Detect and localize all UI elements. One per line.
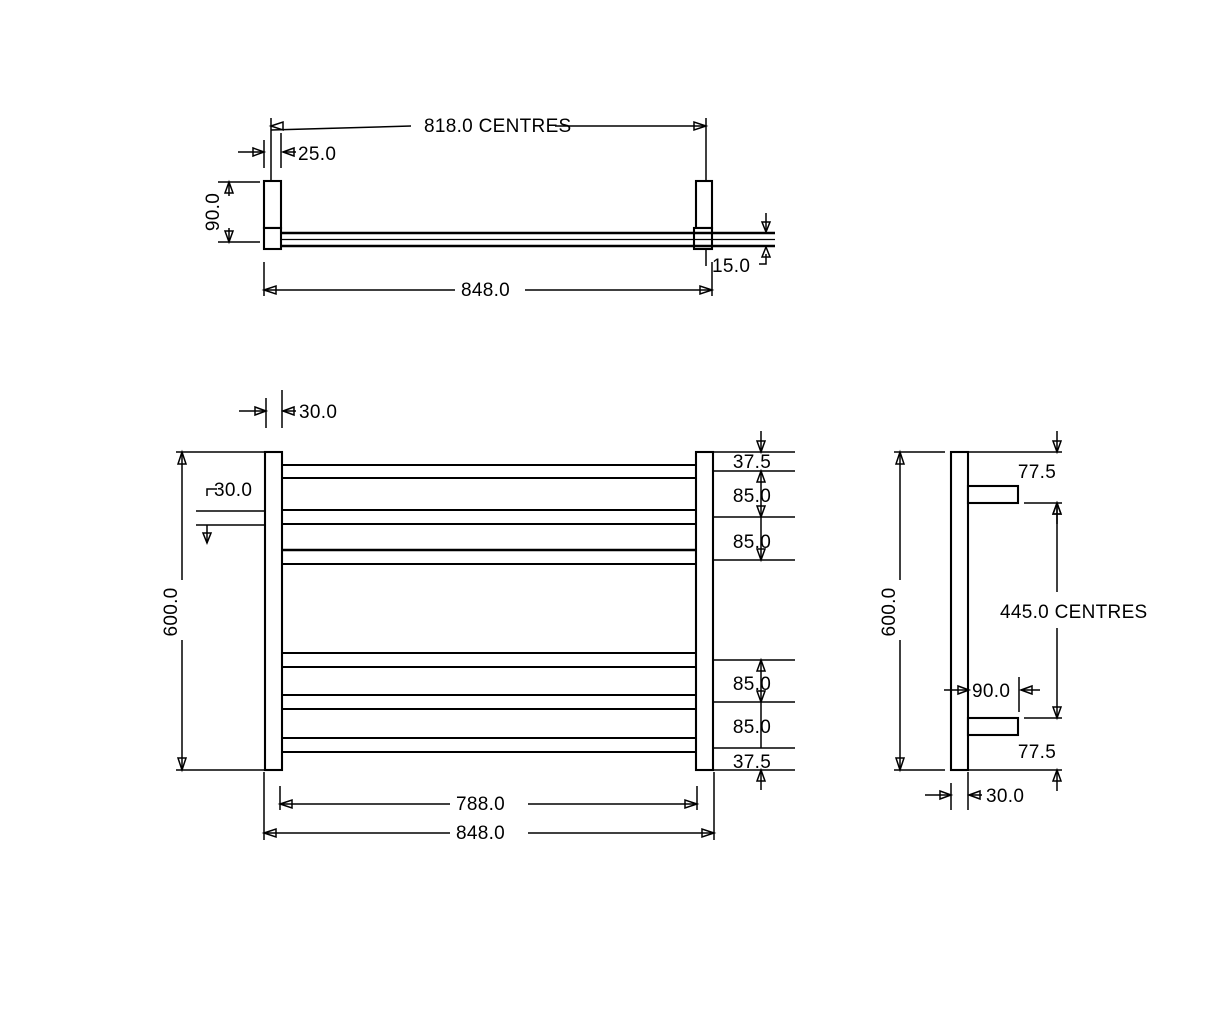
side-view-group: 600.0 77.5 bbox=[879, 431, 1148, 810]
dim-label-848-front: 848.0 bbox=[456, 823, 505, 844]
dimension-848-top bbox=[261, 262, 715, 296]
dim-label-85-c: 85.0 bbox=[733, 674, 771, 695]
dimension-848-front bbox=[261, 772, 717, 840]
dim-label-85-a: 85.0 bbox=[733, 486, 771, 507]
dimension-90-side bbox=[944, 677, 1040, 712]
dim-label-85-b: 85.0 bbox=[733, 532, 771, 553]
side-view-post bbox=[949, 450, 970, 772]
rail-bar bbox=[282, 508, 697, 526]
dim-label-818-centres: 818.0 CENTRES bbox=[424, 116, 572, 137]
dim-label-600-front: 600.0 bbox=[161, 587, 182, 636]
dim-label-30-post-width: 30.0 bbox=[299, 402, 337, 423]
dim-label-37-5-bottom: 37.5 bbox=[733, 752, 771, 773]
dimension-445-centres bbox=[1051, 500, 1063, 721]
dim-label-25: 25.0 bbox=[298, 144, 336, 165]
top-view-left-bracket bbox=[262, 179, 283, 251]
dim-label-37-5-top: 37.5 bbox=[733, 452, 771, 473]
dim-label-77-5-top: 77.5 bbox=[1018, 462, 1056, 483]
rail-bar bbox=[282, 693, 697, 711]
dimension-30-rail bbox=[196, 488, 274, 546]
rail-bar bbox=[282, 548, 697, 566]
rail-bar bbox=[282, 463, 697, 480]
dim-label-788: 788.0 bbox=[456, 794, 505, 815]
dim-label-85-d: 85.0 bbox=[733, 717, 771, 738]
dim-label-30-rail: 30.0 bbox=[214, 480, 252, 501]
top-view-right-bracket bbox=[692, 179, 714, 251]
dim-label-90-side: 90.0 bbox=[972, 681, 1010, 702]
dim-label-445-centres: 445.0 CENTRES bbox=[1000, 602, 1148, 623]
dimension-25 bbox=[238, 133, 296, 168]
rail-bar bbox=[282, 736, 697, 754]
rail-bar bbox=[282, 651, 697, 669]
dim-label-30-side: 30.0 bbox=[986, 786, 1024, 807]
dimension-15 bbox=[705, 213, 772, 266]
top-view-tube bbox=[281, 231, 775, 248]
front-view-right-post bbox=[694, 450, 715, 772]
dimension-30-post-width bbox=[239, 390, 296, 428]
dimension-818-centres bbox=[268, 118, 709, 182]
dimension-788 bbox=[277, 786, 700, 810]
top-view-group: 818.0 CENTRES 25.0 90.0 bbox=[203, 116, 775, 301]
front-view-rails bbox=[282, 463, 697, 754]
dim-label-600-side: 600.0 bbox=[879, 587, 900, 636]
dimension-77-5-bottom bbox=[968, 717, 1063, 791]
dimension-30-side bbox=[925, 772, 982, 810]
dim-label-15: 15.0 bbox=[712, 256, 750, 277]
front-view-group: 30.0 600.0 30.0 bbox=[161, 390, 795, 844]
dim-label-77-5-bottom: 77.5 bbox=[1018, 742, 1056, 763]
dimension-600-front bbox=[176, 449, 278, 773]
side-view-lower-bracket bbox=[966, 716, 1020, 737]
dim-label-90-top: 90.0 bbox=[203, 193, 224, 231]
side-view-upper-bracket bbox=[966, 484, 1020, 505]
front-view-left-post bbox=[263, 450, 284, 772]
front-right-dim-stack bbox=[713, 431, 795, 790]
dimension-600-side bbox=[894, 449, 945, 773]
dim-label-848-top: 848.0 bbox=[461, 280, 510, 301]
dimension-90-top bbox=[218, 179, 260, 245]
